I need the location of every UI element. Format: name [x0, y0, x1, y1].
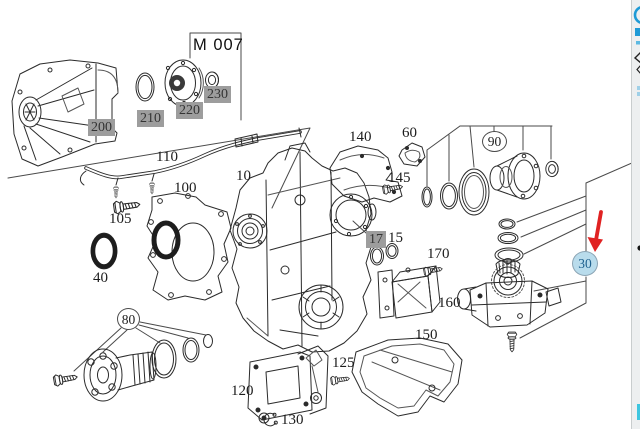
part-15-ring	[385, 243, 399, 259]
callout-230[interactable]: 230	[204, 86, 231, 103]
callout-100[interactable]: 100	[174, 180, 197, 196]
clipped-circle-icon[interactable]	[633, 6, 640, 24]
part-100-gasket	[146, 192, 232, 301]
callout-90[interactable]: 90	[482, 131, 507, 152]
callout-30-highlighted[interactable]: 30	[572, 251, 598, 276]
clipped-faint-icon[interactable]	[637, 86, 640, 90]
callout-10[interactable]: 10	[236, 168, 251, 184]
clipped-cyan-icon[interactable]	[637, 404, 640, 420]
callout-150[interactable]: 150	[415, 327, 438, 343]
part-40-seal-ring	[90, 232, 118, 270]
callout-160[interactable]: 160	[438, 295, 461, 311]
part-30-actuator	[457, 258, 562, 328]
callout-140[interactable]: 140	[349, 129, 372, 145]
callout-120[interactable]: 120	[231, 383, 254, 399]
callout-60[interactable]: 60	[402, 125, 417, 141]
part-210-oring	[135, 72, 155, 102]
module-code-label[interactable]: M 007	[193, 36, 244, 54]
part-80-rings	[151, 334, 213, 379]
part-220-flange	[164, 59, 204, 107]
part-10-main-housing	[229, 142, 377, 353]
part-125-bolt	[329, 373, 351, 386]
part-150-heat-shield	[351, 337, 463, 417]
callout-145[interactable]: 145	[388, 170, 411, 186]
callout-125[interactable]: 125	[332, 355, 355, 371]
callout-105[interactable]: 105	[109, 211, 132, 227]
part-80-flange-group	[52, 321, 207, 402]
callout-110[interactable]: 110	[156, 149, 178, 165]
callout-15[interactable]: 15	[388, 230, 403, 246]
part-160-cooler	[377, 265, 441, 319]
part-90-rings	[421, 168, 490, 216]
callout-210[interactable]: 210	[137, 110, 164, 127]
part-30-bolt	[506, 331, 518, 353]
callout-200[interactable]: 200	[88, 119, 115, 136]
part-130-clip-symbol	[263, 412, 278, 427]
clipped-dot-icon[interactable]	[637, 245, 640, 251]
part-110-vent-pipe	[79, 127, 302, 199]
callout-40[interactable]: 40	[93, 270, 108, 286]
part-200-housing	[11, 59, 119, 167]
part-140-bracket	[329, 145, 403, 203]
callout-220[interactable]: 220	[176, 102, 203, 119]
callout-80[interactable]: 80	[117, 308, 140, 330]
selection-arrow	[587, 210, 603, 252]
callout-130[interactable]: 130	[281, 412, 304, 428]
clipped-chevron-icon[interactable]	[633, 52, 640, 64]
callout-170[interactable]: 170	[427, 246, 450, 262]
section-lines	[7, 32, 311, 209]
clipped-tick-icon[interactable]	[636, 41, 640, 45]
clipped-faint-icon-2[interactable]	[637, 92, 640, 96]
part-90-flange	[489, 152, 559, 200]
part-120-bracket	[247, 345, 329, 424]
group-30-bracket	[516, 158, 640, 339]
clipped-square-icon[interactable]	[635, 28, 640, 36]
callout-17[interactable]: 17	[366, 231, 386, 248]
part-30-orings	[494, 218, 524, 263]
group-90-bracket	[426, 125, 553, 187]
right-toolbar-strip	[631, 0, 640, 429]
part-60-bracket	[398, 142, 426, 167]
